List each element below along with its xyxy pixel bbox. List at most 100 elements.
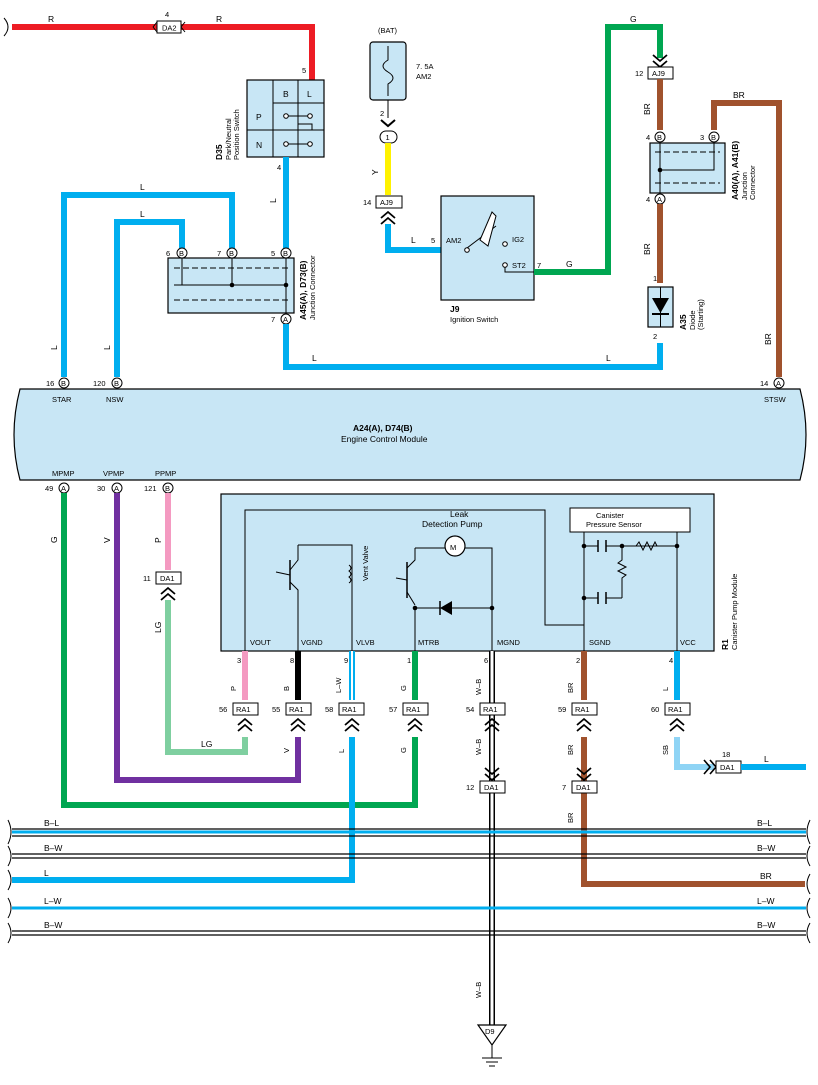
wire-blue-diode (283, 324, 663, 370)
wire-purple-vpmp (114, 493, 301, 783)
pin-number: 11 (143, 574, 151, 583)
ecm-terminal-label: VPMP (103, 469, 124, 478)
pin-number: 57 (389, 705, 397, 714)
wire-label: W–B (474, 679, 483, 695)
ecm-terminal-label: NSW (106, 395, 124, 404)
pin-number: 12 (635, 69, 643, 78)
connector-side: B (61, 379, 66, 388)
wire-label: P (229, 686, 238, 691)
wire-label: G (399, 747, 408, 753)
connector-side: A (283, 315, 288, 324)
component-code: A45(A), D73(B) (298, 260, 308, 320)
connector-side: B (229, 249, 234, 258)
pin-number: 4 (165, 10, 169, 19)
wire-label: G (49, 536, 59, 543)
pin-number: 3 (237, 656, 241, 665)
wire-label: G (399, 685, 408, 691)
component-code: A40(A), A41(B) (730, 141, 740, 200)
component-name: Diode (688, 310, 697, 330)
component-name: Canister Pump Module (730, 574, 739, 650)
pin-number: 7 (217, 249, 221, 258)
pin-number: 60 (651, 705, 659, 714)
component-label: Leak (450, 509, 469, 519)
pin-number: 121 (144, 484, 157, 493)
wire-label: L (312, 353, 317, 363)
connector-ra1-58 (338, 702, 365, 732)
component-name: Position Switch (232, 109, 241, 160)
wire-label: V (102, 537, 112, 543)
ecm-terminal-label: STAR (52, 395, 72, 404)
component-name: Connector (748, 165, 757, 200)
wire-green-mpmp (61, 493, 418, 808)
component-code: D35 (214, 144, 224, 160)
wire-label: V (282, 748, 291, 753)
connector-side: B (179, 249, 184, 258)
pin-number: 14 (760, 379, 768, 388)
wire-label: L (268, 198, 278, 203)
engine-control-module (13, 388, 807, 481)
connector-da1-7 (571, 780, 598, 794)
component-name: Engine Control Module (341, 434, 428, 444)
wire-label: BR (733, 90, 745, 100)
connector-side: A (61, 484, 66, 493)
wire-skyblue (674, 737, 714, 770)
ignition-switch-j9 (440, 195, 535, 301)
terminal-label: ST2 (512, 261, 526, 270)
component-label: Detection Pump (422, 519, 483, 529)
connector-label: RA1 (342, 705, 357, 714)
wire-blue-star (61, 192, 235, 377)
wire-label: BR (566, 744, 575, 755)
wire-label: L (606, 353, 611, 363)
connector-da1-11 (155, 571, 182, 585)
pin-number: 54 (466, 705, 474, 714)
connector-ra1-54 (479, 702, 506, 732)
wire-green-st2 (534, 24, 663, 275)
pin-number: 49 (45, 484, 53, 493)
wire-label: L (411, 235, 416, 245)
wire-label: R (216, 14, 222, 24)
pin-number: 58 (325, 705, 333, 714)
connector-side: B (114, 379, 119, 388)
wire-label: BR (642, 103, 652, 115)
wire-label: L (764, 754, 769, 764)
connector-da2 (152, 20, 186, 34)
wire-label: L (102, 345, 112, 350)
pin-number: 30 (97, 484, 105, 493)
component-label: Canister (596, 511, 624, 520)
fuse-source: (BAT) (378, 26, 398, 35)
pin-number: 2 (576, 656, 580, 665)
connector-label: RA1 (483, 705, 498, 714)
pin-number: 4 (646, 195, 650, 204)
ecm-terminal-label: STSW (764, 395, 787, 404)
wire-label: BR (566, 682, 575, 693)
connector-label: DA1 (484, 783, 499, 792)
connector-ra1-59 (571, 702, 598, 732)
fuse-rating: 7. 5A (416, 62, 434, 71)
pin-number: 59 (558, 705, 566, 714)
connector-label: RA1 (668, 705, 683, 714)
connector-side: A (657, 195, 662, 204)
wire-label: BR (760, 871, 772, 881)
component-name: (Starting) (696, 299, 705, 330)
wire-label: B–W (44, 920, 62, 930)
wire-blue-nsw (114, 219, 185, 377)
pin-number: 2 (653, 332, 657, 341)
component-name: Park/Neutral (224, 118, 233, 160)
bus-lines (7, 819, 811, 944)
connector-label: DA1 (160, 574, 175, 583)
connector-ra1-56 (232, 702, 259, 732)
module-terminal-label: VCC (680, 638, 696, 647)
connector-side: A (114, 484, 119, 493)
pin-number: 16 (46, 379, 54, 388)
connector-ra1-60 (664, 702, 691, 732)
ecm-terminal-label: PPMP (155, 469, 176, 478)
wire-label: B (282, 686, 291, 691)
wire-label: L–W (334, 677, 343, 693)
wire-blue-ig (385, 224, 441, 253)
wire-label: LG (153, 622, 163, 633)
wire-label: W–B (474, 982, 483, 998)
connector-side: B (657, 133, 662, 142)
wire-brown-sgnd-out (581, 737, 805, 887)
pin-number: 14 (363, 198, 371, 207)
component-code: R1 (720, 639, 730, 650)
